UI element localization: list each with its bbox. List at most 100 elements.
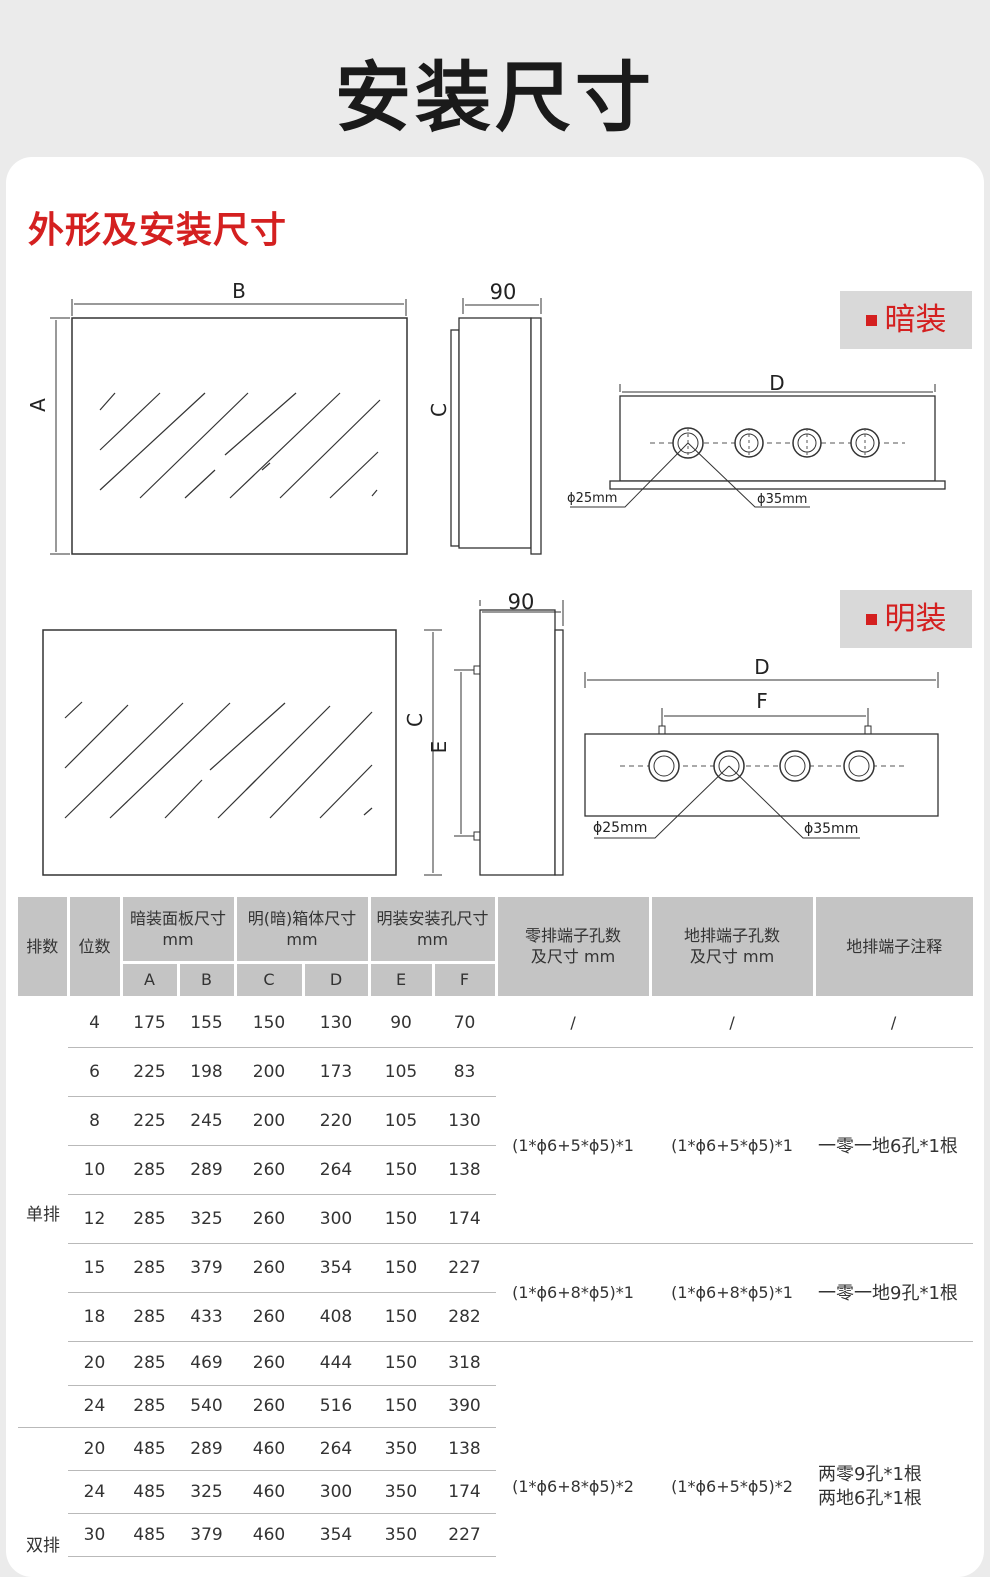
header-e: E — [369, 962, 435, 999]
label-c-bottom: C — [403, 713, 427, 727]
table-row: 8 225 245 200 220 105 130 — [18, 1096, 973, 1146]
cell-ground-spec: (1*ϕ6+8*ϕ5)*1 — [650, 1243, 815, 1342]
page-title: 安装尺寸 — [335, 53, 655, 142]
table-row: 20 285 469 260 444 150 318 — [18, 1341, 974, 1427]
cell-e: 150 — [369, 1292, 434, 1342]
header-d: D — [303, 962, 371, 999]
cell-positions: 24 — [68, 1470, 121, 1514]
header-holes-line2: mm — [416, 929, 449, 949]
cell-positions: 10 — [68, 1145, 121, 1195]
cell-b: 379 — [178, 1243, 236, 1293]
surface-bottom-view: D F ϕ25mm ϕ35mm — [584, 655, 939, 839]
glass-hatching-2 — [64, 701, 373, 819]
cell-ground-spec: (1*ϕ6+5*ϕ5)*1 — [650, 1047, 815, 1244]
label-f: F — [756, 689, 768, 713]
header-ground-line2: 及尺寸 mm — [689, 947, 775, 967]
cell-f: 174 — [433, 1470, 497, 1514]
concealed-side-view: 90 C — [427, 280, 542, 555]
cell-b: 540 — [178, 1385, 236, 1428]
cell-c: 460 — [235, 1513, 304, 1557]
cell-zero-spec — [496, 1341, 651, 1427]
cell-d: 264 — [303, 1427, 370, 1471]
cell-a: 225 — [121, 1047, 178, 1097]
cell-e: 150 — [369, 1194, 434, 1244]
concealed-front-view: B A — [26, 279, 408, 555]
cell-note: 一零一地9孔*1根 — [814, 1243, 974, 1342]
cell-c: 200 — [235, 1047, 304, 1097]
red-square-icon — [865, 613, 877, 625]
header-zero-line2: 及尺寸 mm — [530, 947, 616, 967]
header-note: 地排端子注释 — [814, 897, 974, 999]
cell-e: 150 — [369, 1341, 434, 1386]
cell-note — [814, 1341, 974, 1427]
cell-a: 225 — [121, 1096, 178, 1146]
hole-small-label-top: ϕ25mm — [567, 491, 617, 506]
cell-ground-spec: / — [650, 997, 815, 1048]
group-label-double: 双排 — [18, 1427, 68, 1556]
cell-f: 227 — [433, 1243, 497, 1293]
cell-positions: 8 — [68, 1096, 121, 1146]
cell-f: 282 — [433, 1292, 497, 1342]
concealed-mount-tag: 暗装 — [840, 291, 972, 349]
cell-d: 300 — [303, 1470, 370, 1514]
cell-c: 260 — [235, 1243, 304, 1293]
cell-f: 138 — [433, 1145, 497, 1195]
cell-c: 260 — [235, 1145, 304, 1195]
concealed-mount-label: 暗装 — [884, 302, 947, 338]
cell-zero-spec: (1*ϕ6+8*ϕ5)*1 — [496, 1243, 651, 1342]
header-panel-line2: mm — [162, 929, 194, 949]
cell-positions: 6 — [68, 1047, 121, 1097]
cell-a: 485 — [121, 1513, 178, 1557]
dimension-drawings: B A 90 C D — [26, 279, 946, 876]
cell-a: 485 — [121, 1470, 178, 1514]
cell-d: 220 — [303, 1096, 370, 1146]
depth-label-top: 90 — [490, 280, 517, 304]
cell-d: 130 — [303, 997, 370, 1048]
cell-f: 130 — [433, 1096, 497, 1146]
cell-positions: 15 — [68, 1243, 121, 1293]
surface-mount-tag: 明装 — [840, 590, 972, 648]
cell-e: 350 — [369, 1427, 434, 1471]
cell-c: 460 — [235, 1427, 304, 1471]
cell-ground-spec — [650, 1341, 815, 1427]
cell-c: 200 — [235, 1096, 304, 1146]
cell-e: 150 — [369, 1243, 434, 1293]
cell-a: 175 — [121, 997, 178, 1048]
surface-side-view: C E 90 — [403, 590, 564, 876]
cell-b: 289 — [178, 1427, 236, 1471]
header-box-line2: mm — [286, 929, 318, 949]
table-row: 12 285 325 260 300 150 174 — [18, 1194, 973, 1244]
surface-front-view — [42, 629, 397, 876]
cell-d: 264 — [303, 1145, 370, 1195]
cell-c: 260 — [235, 1341, 304, 1386]
cell-a: 285 — [121, 1385, 178, 1428]
cell-d: 354 — [303, 1513, 370, 1557]
note-line1: 两零9孔*1根 — [818, 1464, 922, 1485]
cell-a: 285 — [121, 1341, 178, 1386]
hole-large-label-bottom: ϕ35mm — [804, 821, 858, 837]
cell-zero-spec: / — [496, 997, 651, 1048]
cell-positions: 4 — [68, 997, 121, 1048]
table-row: 18 285 433 260 408 150 282 — [18, 1292, 973, 1342]
cell-f: 83 — [433, 1047, 497, 1097]
table-row: 6 225 198 200 173 105 83 (1*ϕ6+5*ϕ5)*1 (… — [18, 1047, 974, 1244]
concealed-bottom-view: D ϕ25mm ϕ35mm — [567, 371, 946, 508]
cell-f: 227 — [433, 1513, 497, 1557]
cell-c: 460 — [235, 1470, 304, 1514]
cell-note: / — [814, 997, 974, 1048]
cell-f: 138 — [433, 1427, 497, 1471]
cell-a: 285 — [121, 1194, 178, 1244]
cell-a: 285 — [121, 1292, 178, 1342]
header-b: B — [178, 962, 237, 999]
cell-f: 318 — [433, 1341, 497, 1386]
cell-zero-spec: (1*ϕ6+5*ϕ5)*1 — [496, 1047, 651, 1244]
header-holes-line1: 明装安装孔尺寸 — [376, 908, 489, 928]
cell-c: 260 — [235, 1292, 304, 1342]
label-a: A — [26, 398, 50, 412]
note-line2: 两地6孔*1根 — [818, 1488, 922, 1509]
surface-mount-label: 明装 — [884, 601, 947, 637]
cell-b: 245 — [178, 1096, 236, 1146]
cell-b: 198 — [178, 1047, 236, 1097]
panel-outline — [71, 317, 408, 555]
cell-e: 350 — [369, 1470, 434, 1514]
